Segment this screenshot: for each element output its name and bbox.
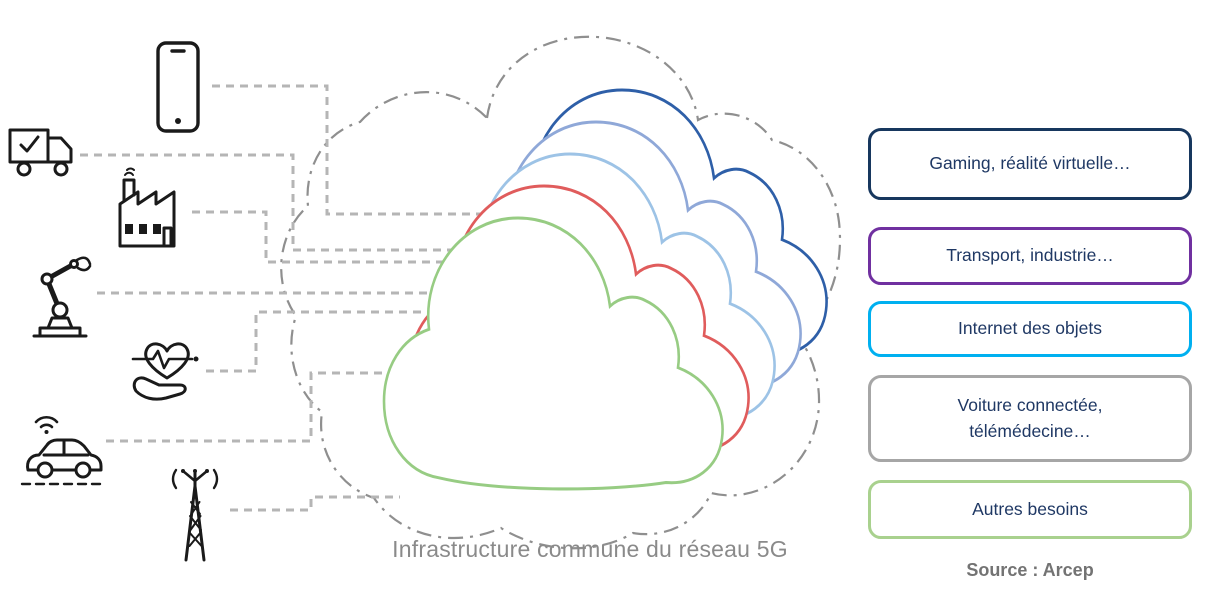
connected-car-icon bbox=[20, 415, 106, 486]
connector-smartphone bbox=[212, 84, 520, 216]
smartphone-icon bbox=[156, 41, 200, 133]
usecase-box-car-telemedicine: Voiture connectée, télémédecine… bbox=[868, 375, 1192, 462]
robot-arm-icon bbox=[32, 256, 92, 338]
usecase-label: Gaming, réalité virtuelle… bbox=[929, 153, 1131, 174]
usecase-label: Internet des objets bbox=[958, 318, 1102, 339]
source-credit: Source : Arcep bbox=[966, 560, 1094, 580]
connector-tower bbox=[230, 495, 400, 512]
health-hand-heart-icon bbox=[131, 342, 199, 401]
usecase-label: Transport, industrie… bbox=[946, 245, 1114, 266]
connector-car bbox=[106, 371, 450, 443]
usecase-label: Voiture connectée, télémédecine… bbox=[957, 395, 1103, 441]
usecase-box-other: Autres besoins bbox=[868, 480, 1192, 539]
connector-factory bbox=[192, 210, 500, 264]
shared-infrastructure-outline bbox=[280, 35, 842, 550]
antenna-tower-icon bbox=[171, 468, 219, 562]
usecase-box-gaming: Gaming, réalité virtuelle… bbox=[868, 128, 1192, 200]
connector-truck bbox=[80, 153, 520, 252]
usecase-label: Autres besoins bbox=[972, 498, 1088, 519]
delivery-truck-icon bbox=[8, 128, 73, 177]
factory-icon bbox=[118, 167, 176, 248]
usecase-box-transport: Transport, industrie… bbox=[868, 227, 1192, 285]
diagram-caption: Infrastructure commune du réseau 5G bbox=[392, 536, 788, 562]
connector-lines bbox=[80, 84, 520, 512]
usecase-box-iot: Internet des objets bbox=[868, 301, 1192, 357]
connector-health bbox=[206, 310, 460, 373]
